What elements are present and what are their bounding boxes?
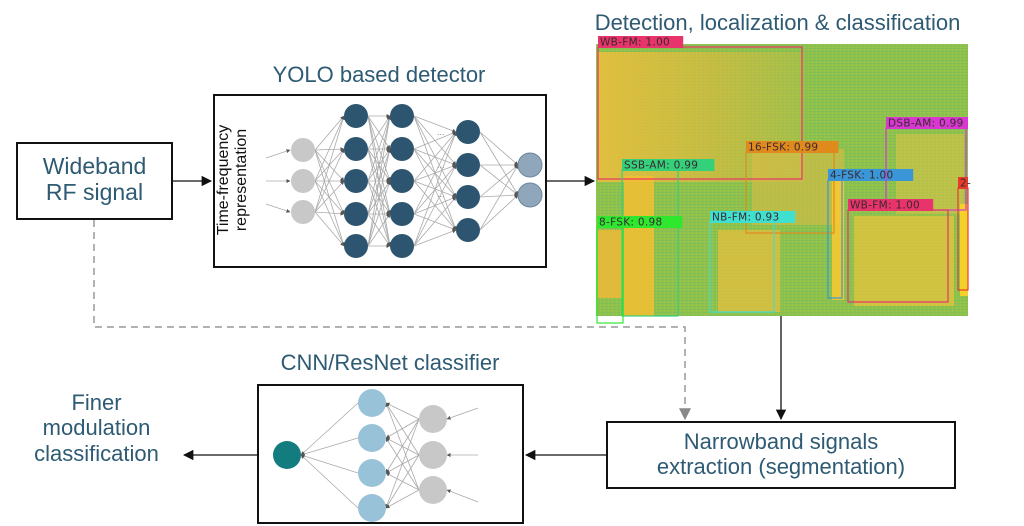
detection-label: DSB-AM: 0.99 xyxy=(888,118,964,130)
network-node xyxy=(358,389,386,417)
network-node xyxy=(419,441,447,469)
spectrogram-image xyxy=(596,44,968,316)
yolo-title: YOLO based detector xyxy=(272,62,486,87)
detection-tag-bg xyxy=(598,36,684,48)
network-node xyxy=(344,234,368,258)
network-node xyxy=(344,137,368,161)
network-node xyxy=(344,202,368,226)
detection-tag-bg xyxy=(848,199,934,211)
dashed-bypass-arrow xyxy=(93,220,691,421)
cnn-network xyxy=(273,389,479,522)
extraction-line2: extraction (segmentation) xyxy=(656,454,906,480)
detection-label: 2- xyxy=(960,178,971,190)
network-node xyxy=(358,494,386,522)
detection-label: SSB-AM: 0.99 xyxy=(624,160,698,172)
detection-box xyxy=(847,209,949,303)
ellipsis: ... xyxy=(437,189,445,199)
detection-box xyxy=(827,179,843,299)
signal-region xyxy=(718,230,780,312)
output-line3: classification xyxy=(34,440,159,466)
cnn-title: CNN/ResNet classifier xyxy=(280,350,500,375)
network-node xyxy=(291,169,315,193)
network-node xyxy=(419,476,447,504)
output-line1: Finer xyxy=(71,390,122,415)
network-node xyxy=(390,137,414,161)
detection-label: WB-FM: 1.00 xyxy=(600,37,670,49)
detection-box xyxy=(621,169,679,317)
signal-region xyxy=(854,216,954,306)
network-node xyxy=(390,234,414,258)
output-line2: modulation xyxy=(42,415,151,441)
network-node xyxy=(344,104,368,128)
network-node xyxy=(358,424,386,452)
detection-title: Detection, localization & classification xyxy=(594,10,961,35)
detection-label: 4-FSK: 1.00 xyxy=(830,170,893,182)
network-node xyxy=(291,138,315,162)
detection-box xyxy=(596,226,624,324)
output-node xyxy=(273,441,301,469)
network-node xyxy=(291,200,315,224)
signal-region xyxy=(832,180,844,300)
detection-label: WB-FM: 1.00 xyxy=(850,200,920,212)
network-node xyxy=(517,152,543,178)
network-node xyxy=(344,169,368,193)
extraction-line1: Narrowband signals xyxy=(683,429,879,454)
detection-box xyxy=(597,46,803,180)
detection-tag-bg xyxy=(622,159,715,171)
network-node xyxy=(456,185,480,209)
network-node xyxy=(517,182,543,208)
ellipsis: ... xyxy=(437,160,445,170)
network-node xyxy=(456,153,480,177)
wideband-rf-signal-box: Wideband RF signal xyxy=(16,142,173,220)
detection-tag-bg xyxy=(710,211,796,223)
network-node xyxy=(456,218,480,242)
network-node xyxy=(456,120,480,144)
detection-box xyxy=(709,221,775,313)
detection-tag-bg xyxy=(886,117,968,129)
input-line1: Wideband xyxy=(42,153,147,179)
signal-region xyxy=(960,204,968,296)
detection-tag-bg xyxy=(746,141,839,153)
detection-tag-bg xyxy=(828,169,914,181)
finer-modulation-classification-label: Finer modulation classification xyxy=(14,390,179,466)
network-node xyxy=(390,169,414,193)
detection-label: NB-FM: 0.93 xyxy=(712,212,780,224)
ellipsis: ... xyxy=(437,127,445,137)
signal-region xyxy=(624,176,654,316)
network-node xyxy=(390,202,414,226)
detection-label: 8-FSK: 0.98 xyxy=(599,217,662,229)
detection-tag-bg xyxy=(958,177,968,189)
input-line2: RF signal xyxy=(45,179,144,206)
network-node xyxy=(358,459,386,487)
detection-label: 16-FSK: 0.99 xyxy=(748,142,818,154)
signal-region xyxy=(598,230,622,298)
narrowband-extraction-box: Narrowband signals extraction (segmentat… xyxy=(606,421,956,489)
network-node xyxy=(419,405,447,433)
detection-tag-bg xyxy=(597,216,683,228)
network-node xyxy=(390,104,414,128)
yolo-network: ......... xyxy=(265,104,543,258)
